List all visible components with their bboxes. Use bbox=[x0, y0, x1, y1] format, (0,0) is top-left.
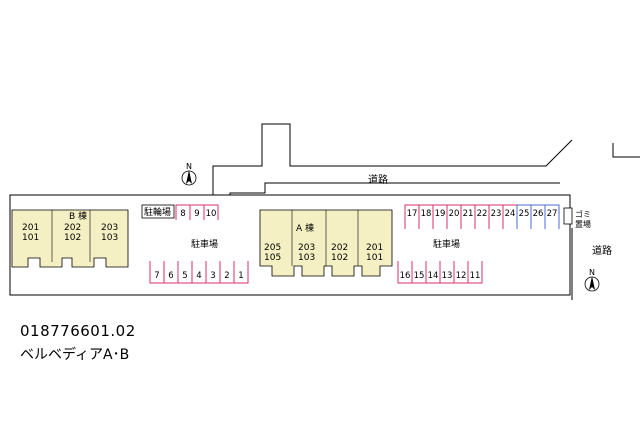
unit-number-upper: 201 bbox=[22, 223, 39, 233]
unit-number-upper: 201 bbox=[366, 243, 383, 253]
parking-space-outline bbox=[203, 204, 219, 220]
building-b: B 棟 201 101 202 102 203 103 bbox=[11, 209, 129, 268]
unit-a-2: 203 103 bbox=[298, 243, 315, 263]
parking-space-number: 21 bbox=[463, 209, 474, 219]
building-a-title: A 棟 bbox=[296, 222, 314, 234]
parking-space-number: 25 bbox=[519, 209, 530, 219]
north-arrow-icon: N bbox=[181, 162, 197, 186]
unit-number-lower: 101 bbox=[366, 253, 383, 263]
parking-space-outline bbox=[544, 204, 560, 229]
parking-space-11: 11 bbox=[467, 261, 483, 284]
property-name: ベルベディアA･B bbox=[20, 347, 130, 363]
unit-number-upper: 205 bbox=[264, 243, 281, 253]
property-code: 018776601.02 bbox=[20, 322, 136, 340]
parking-space-number: 12 bbox=[456, 271, 467, 281]
unit-a-4: 201 101 bbox=[366, 243, 383, 263]
parking-space-number: 15 bbox=[414, 271, 425, 281]
unit-number-upper: 203 bbox=[101, 223, 118, 233]
unit-number-upper: 202 bbox=[331, 243, 348, 253]
parking-space-number: 2 bbox=[224, 271, 229, 281]
parking-space-number: 23 bbox=[491, 209, 502, 219]
parking-space-number: 22 bbox=[477, 209, 488, 219]
parking-label-left: 駐車場 bbox=[191, 238, 218, 250]
parking-space-number: 1 bbox=[238, 271, 243, 281]
parking-space-number: 7 bbox=[154, 271, 159, 281]
unit-b-2: 202 102 bbox=[64, 223, 81, 243]
parking-space-number: 3 bbox=[210, 271, 215, 281]
parking-space-number: 19 bbox=[435, 209, 446, 219]
parking-space-number: 6 bbox=[168, 271, 173, 281]
parking-space-number: 10 bbox=[206, 209, 217, 219]
unit-number-lower: 103 bbox=[101, 233, 118, 243]
building-a: A 棟 205 105 203 103 202 102 201 101 bbox=[259, 209, 393, 277]
unit-number-lower: 102 bbox=[331, 253, 348, 263]
parking-space-1: 1 bbox=[233, 261, 249, 284]
road-label-right: 道路 bbox=[592, 244, 612, 257]
bike-parking-label: 駐輪場 bbox=[144, 206, 171, 218]
unit-b-3: 203 103 bbox=[101, 223, 118, 243]
unit-number-lower: 105 bbox=[264, 253, 281, 263]
parking-space-number: 9 bbox=[194, 209, 199, 219]
parking-space-number: 16 bbox=[400, 271, 411, 281]
parking-space-number: 8 bbox=[180, 209, 185, 219]
road-label-top: 道路 bbox=[368, 173, 388, 186]
unit-a-1: 205 105 bbox=[264, 243, 281, 263]
unit-number-lower: 102 bbox=[64, 233, 81, 243]
unit-a-3: 202 102 bbox=[331, 243, 348, 263]
unit-number-lower: 103 bbox=[298, 253, 315, 263]
parking-space-number: 27 bbox=[547, 209, 558, 219]
garbage-area: ゴミ 置場 bbox=[563, 207, 594, 229]
garbage-label-line: 置場 bbox=[575, 219, 591, 229]
parking-space-number: 20 bbox=[449, 209, 460, 219]
unit-number-upper: 203 bbox=[298, 243, 315, 253]
garbage-label: ゴミ 置場 bbox=[575, 209, 594, 229]
road-outline bbox=[212, 123, 640, 300]
parking-space-27: 27 bbox=[544, 204, 560, 229]
parking-space-number: 13 bbox=[442, 271, 453, 281]
north-label: N bbox=[589, 268, 595, 277]
parking-space-number: 26 bbox=[533, 209, 544, 219]
parking-space-number: 18 bbox=[421, 209, 432, 219]
parking-space-number: 17 bbox=[407, 209, 418, 219]
parking-space-number: 14 bbox=[428, 271, 439, 281]
north-label: N bbox=[186, 162, 192, 171]
parking-space-number: 24 bbox=[505, 209, 516, 219]
north-arrow-icon: N bbox=[584, 268, 600, 292]
unit-b-1: 201 101 bbox=[22, 223, 39, 243]
garbage-label-line: ゴミ bbox=[575, 209, 591, 219]
parking-space-outline bbox=[467, 261, 483, 284]
unit-number-upper: 202 bbox=[64, 223, 81, 233]
parking-space-number: 11 bbox=[470, 271, 481, 281]
parking-label-right: 駐車場 bbox=[433, 238, 460, 250]
bike-parking: 駐輪場 bbox=[141, 204, 175, 219]
parking-space-number: 5 bbox=[182, 271, 187, 281]
unit-number-lower: 101 bbox=[22, 233, 39, 243]
building-b-title: B 棟 bbox=[69, 210, 87, 222]
parking-space-number: 4 bbox=[196, 271, 201, 281]
parking-space-outline bbox=[233, 261, 249, 284]
parking-space-10: 10 bbox=[203, 204, 219, 220]
